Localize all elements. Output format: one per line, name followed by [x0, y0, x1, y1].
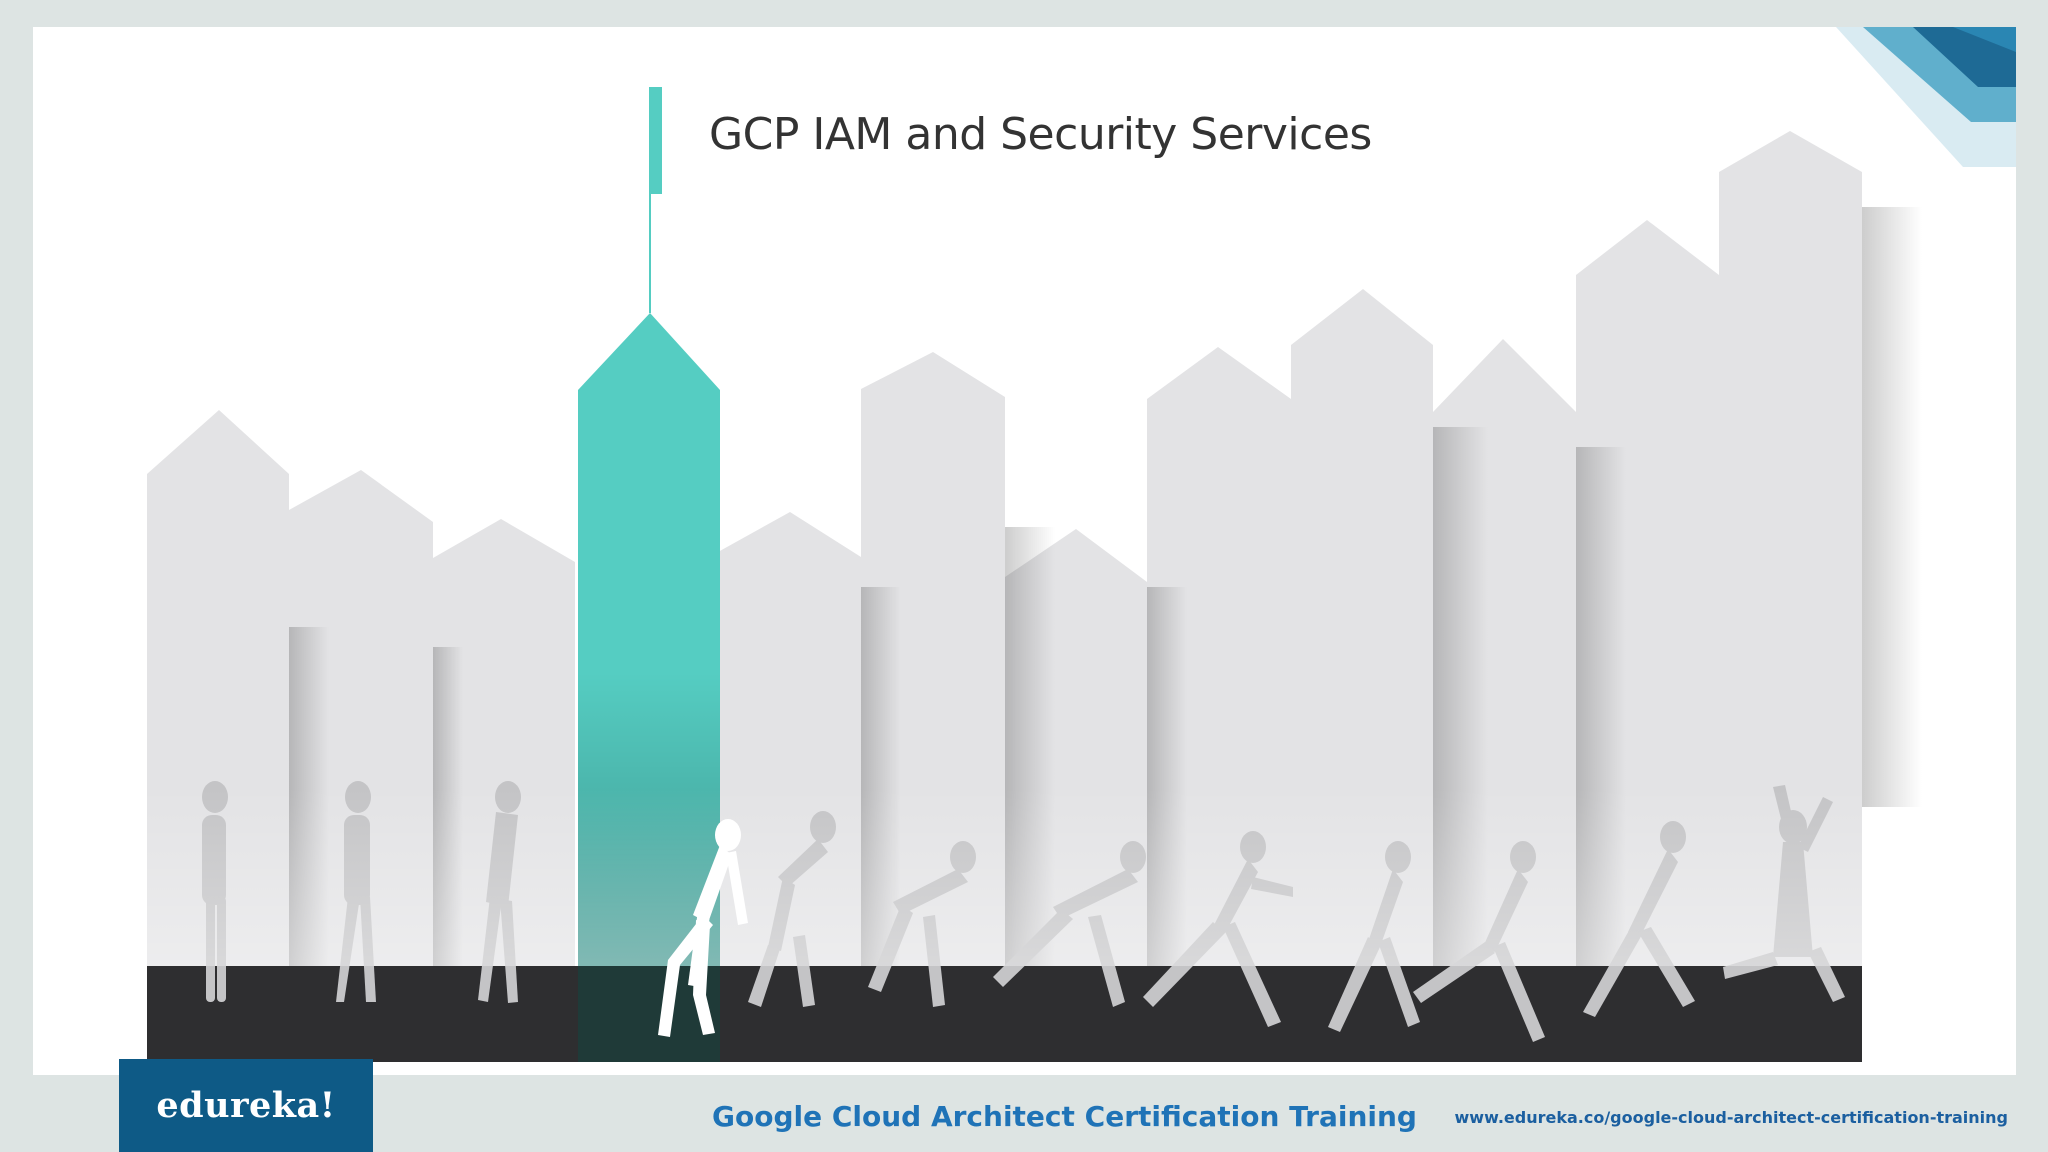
edureka-logo: edureka! [119, 1059, 373, 1152]
brand-text: edureka! [156, 1085, 336, 1126]
corner-decoration [1836, 27, 2016, 167]
bar-12 [1719, 131, 1862, 966]
course-url[interactable]: www.edureka.co/google-cloud-architect-ce… [1454, 1108, 2009, 1127]
course-title: Google Cloud Architect Certification Tra… [712, 1100, 1417, 1133]
growth-illustration [147, 27, 2016, 1062]
slide-title: GCP IAM and Security Services [709, 109, 1372, 160]
slide-canvas: GCP IAM and Security Services [33, 27, 2016, 1075]
